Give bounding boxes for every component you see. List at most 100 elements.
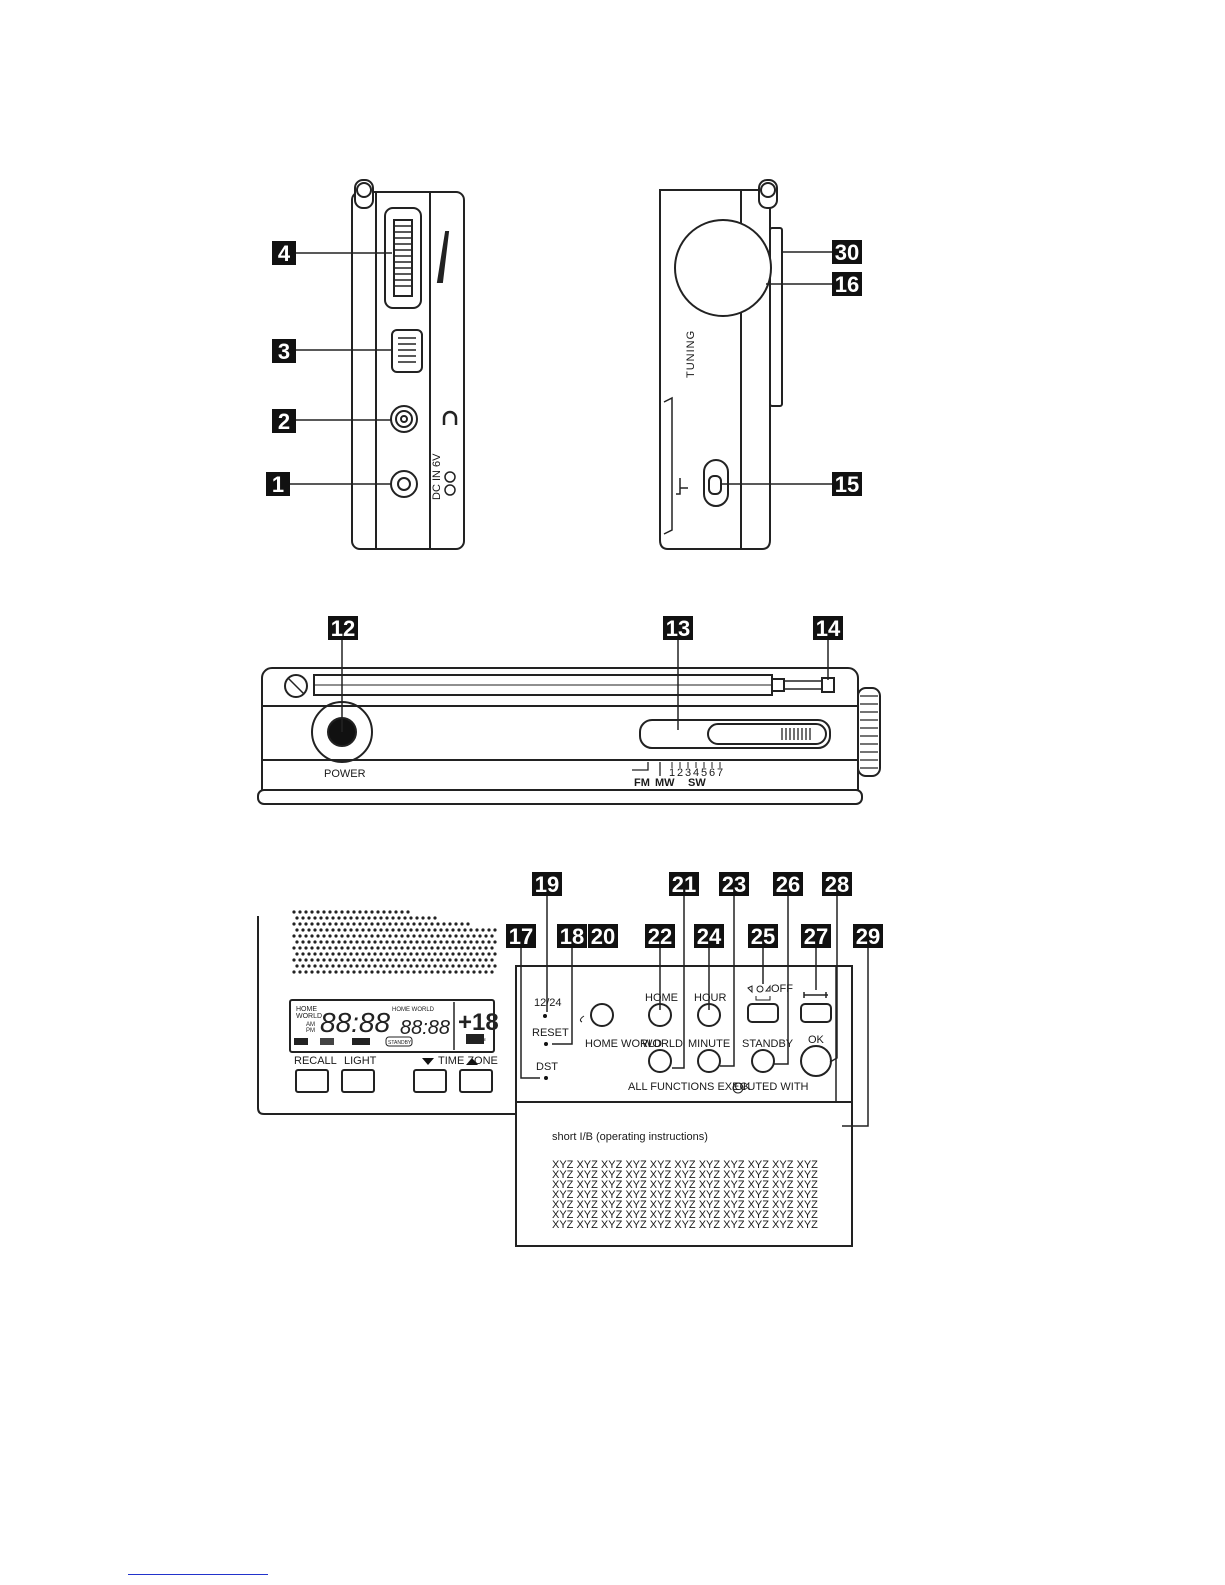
svg-text:25: 25 — [751, 924, 775, 949]
sw-band-1: 1 — [669, 767, 675, 779]
alarm-mode-button[interactable] — [747, 1003, 779, 1023]
sw-band-3: 3 — [685, 767, 691, 779]
minute-button[interactable] — [697, 1049, 721, 1073]
callout-23: 23 — [719, 872, 749, 1067]
mode-12-24-hole[interactable] — [543, 1014, 547, 1018]
front-buttons — [295, 1069, 493, 1093]
callout-12: 12 — [328, 616, 358, 732]
down-arrow-icon — [422, 1058, 434, 1065]
sw-band-7: 7 — [717, 767, 723, 779]
lcd-tune: TUNE — [353, 1040, 367, 1046]
standby-label: STANDBY — [742, 1038, 794, 1050]
leaflet-line: XYZ XYZ XYZ XYZ XYZ XYZ XYZ XYZ XYZ XYZ … — [552, 1209, 818, 1221]
callout-24: 24 — [694, 924, 724, 1010]
standby-button[interactable] — [751, 1049, 775, 1073]
footnote-rule — [128, 1574, 268, 1575]
top-view — [257, 667, 881, 805]
svg-text:3: 3 — [278, 339, 290, 364]
lcd-display: HOME WORLD AM PM 88:88 HOME WORLD 88:88 … — [289, 999, 499, 1053]
sw-band-6: 6 — [709, 767, 715, 779]
reset-label: RESET — [532, 1027, 569, 1039]
all-functions-label: ALL FUNCTIONS EXECUTED WITH — [628, 1081, 809, 1093]
home-world-label: HOME WORLD — [585, 1038, 662, 1050]
sw-band-5: 5 — [701, 767, 707, 779]
leaflet-body: XYZ XYZ XYZ XYZ XYZ XYZ XYZ XYZ XYZ XYZ … — [552, 1159, 818, 1231]
sleep-button[interactable] — [800, 1003, 832, 1023]
hour-label: HOUR — [694, 992, 726, 1004]
callout-25: 25 — [748, 924, 778, 984]
reset-hole[interactable] — [544, 1042, 548, 1046]
world-button[interactable] — [648, 1049, 672, 1073]
callout-14: 14 — [813, 616, 843, 680]
recall-button[interactable] — [295, 1069, 329, 1093]
svg-text:19: 19 — [535, 872, 559, 897]
lcd-time-sub: 88:88 — [400, 1017, 450, 1039]
lcd-zone: TIME ZONE — [467, 1038, 487, 1042]
home-world-switch[interactable] — [590, 1003, 614, 1027]
callout-21: 21 — [669, 872, 699, 1069]
time-zone-label: TIME ZONE — [438, 1055, 498, 1067]
callout-29: 29 — [842, 924, 883, 1127]
callout-27: 27 — [801, 924, 831, 990]
svg-text:22: 22 — [648, 924, 672, 949]
callout-19: 19 — [532, 872, 562, 1012]
svg-text:30: 30 — [835, 240, 859, 265]
svg-text:28: 28 — [825, 872, 849, 897]
ok-badge-text: OK — [735, 1081, 752, 1093]
callout-20: 20 — [588, 924, 618, 949]
svg-text:4: 4 — [278, 241, 291, 266]
leaflet-line: XYZ XYZ XYZ XYZ XYZ XYZ XYZ XYZ XYZ XYZ … — [552, 1179, 818, 1191]
recall-label: RECALL — [294, 1055, 337, 1067]
minute-label: MINUTE — [688, 1038, 730, 1050]
time-zone-up-button[interactable] — [459, 1069, 493, 1093]
sw-label: SW — [688, 777, 706, 789]
callout-1: 1 — [266, 472, 391, 497]
up-arrow-icon — [466, 1058, 478, 1065]
callout-13: 13 — [663, 616, 693, 730]
light-button[interactable] — [341, 1069, 375, 1093]
callout-2: 2 — [272, 409, 391, 434]
world-label: WORLD — [642, 1038, 683, 1050]
callout-17: 17 — [506, 924, 540, 1079]
speaker-grille — [292, 910, 497, 974]
mw-label: MW — [655, 777, 675, 789]
light-label: LIGHT — [344, 1055, 377, 1067]
sleep-icon — [803, 992, 828, 998]
lcd-home: HOME — [296, 1006, 317, 1013]
svg-text:18: 18 — [560, 924, 584, 949]
svg-text:20: 20 — [591, 924, 615, 949]
time-zone-down-button[interactable] — [413, 1069, 447, 1093]
leaflet-line: XYZ XYZ XYZ XYZ XYZ XYZ XYZ XYZ XYZ XYZ … — [552, 1159, 818, 1171]
sw-band-2: 2 — [677, 767, 683, 779]
leaflet-line: XYZ XYZ XYZ XYZ XYZ XYZ XYZ XYZ XYZ XYZ … — [552, 1189, 818, 1201]
fm-label: FM — [634, 777, 650, 789]
lcd-home-world: HOME WORLD — [392, 1007, 435, 1013]
svg-text:26: 26 — [776, 872, 800, 897]
svg-text:21: 21 — [672, 872, 696, 897]
alarm-mode-icons — [747, 984, 771, 994]
svg-text:29: 29 — [856, 924, 880, 949]
svg-text:12: 12 — [331, 616, 355, 641]
ok-badge-icon — [732, 1082, 744, 1094]
svg-text:13: 13 — [666, 616, 690, 641]
leaflet-line: XYZ XYZ XYZ XYZ XYZ XYZ XYZ XYZ XYZ XYZ … — [552, 1169, 818, 1181]
callout-28: 28 — [822, 872, 852, 1063]
callout-4: 4 — [272, 241, 392, 266]
lcd-world: WORLD — [296, 1013, 322, 1020]
callout-30: 30 — [782, 240, 862, 265]
callout-22: 22 — [645, 924, 675, 1010]
dst-hole[interactable] — [544, 1076, 548, 1080]
svg-text:1: 1 — [272, 472, 284, 497]
alarm-off-label: OFF — [771, 983, 793, 995]
svg-text:15: 15 — [835, 472, 859, 497]
lcd-time-main: 88:88 — [320, 1007, 390, 1038]
ok-label: OK — [808, 1034, 825, 1046]
callout-3: 3 — [272, 339, 392, 364]
leaflet-title: short I/B (operating instructions) — [552, 1131, 708, 1143]
svg-text:16: 16 — [835, 272, 859, 297]
dst-label: DST — [536, 1061, 558, 1073]
leaflet-line: XYZ XYZ XYZ XYZ XYZ XYZ XYZ XYZ XYZ XYZ … — [552, 1219, 818, 1231]
mode-12-24-label: 12/24 — [534, 997, 562, 1009]
svg-text:2: 2 — [278, 409, 290, 434]
